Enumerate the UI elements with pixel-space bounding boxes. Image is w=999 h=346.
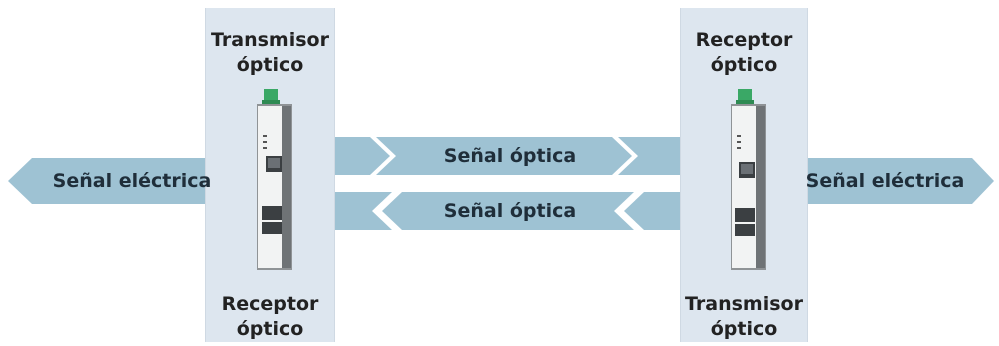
optical-signal-return-label: Señal óptica (443, 200, 577, 222)
electric-signal-arrow-left (8, 158, 252, 204)
fiber-port-icon (262, 206, 282, 220)
terminal-connector-icon (264, 89, 278, 101)
right-top-label: Receptor óptico (695, 29, 793, 76)
left-media-converter-device (257, 89, 292, 270)
optical-signal-forward-label: Señal óptica (443, 145, 577, 167)
right-media-converter-device (731, 89, 766, 270)
terminal-connector-icon (738, 89, 752, 101)
electric-signal-left-label: Señal eléctrica (52, 170, 212, 192)
right-bottom-label: Transmisor óptico (685, 293, 803, 340)
fiber-port-icon (735, 208, 755, 222)
electric-signal-right-label: Señal eléctrica (805, 170, 965, 192)
left-bottom-label: Receptor óptico (221, 293, 319, 340)
electric-signal-arrow-right (772, 158, 994, 204)
left-top-label: Transmisor óptico (211, 29, 329, 76)
